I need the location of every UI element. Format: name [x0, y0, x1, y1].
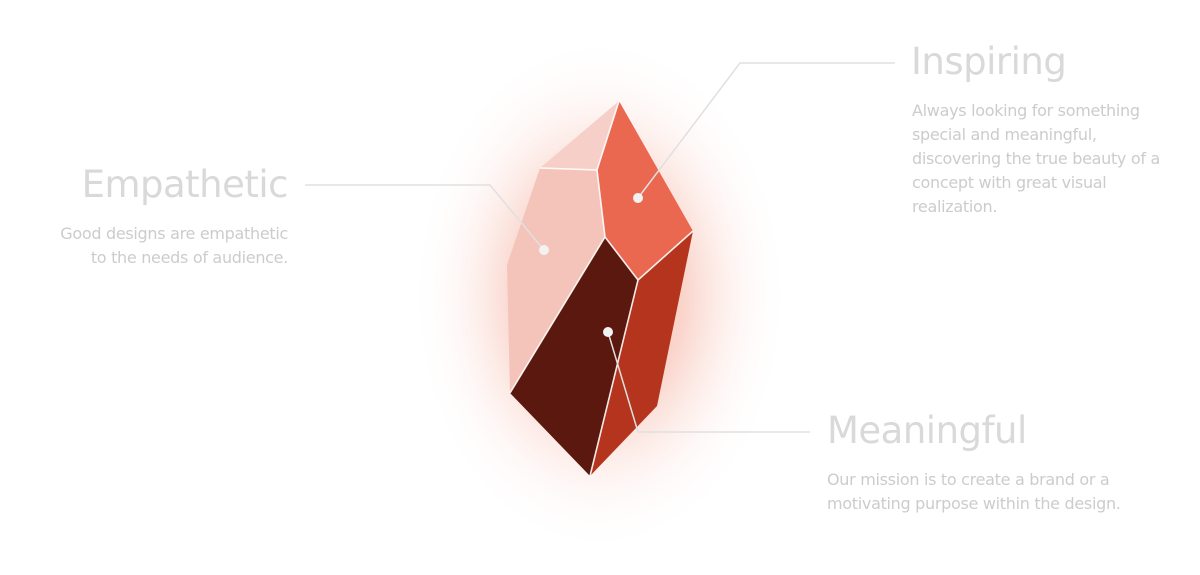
dot-inspiring: [633, 193, 643, 203]
dot-meaningful: [603, 327, 613, 337]
connector-lines: [305, 62, 895, 433]
meaningful-description-line: motivating purpose within the design.: [827, 494, 1121, 513]
empathetic-description-line: Good designs are empathetic: [60, 224, 288, 243]
crystal-facet-top-orange: [597, 101, 693, 280]
inspiring-description-line: discovering the true beauty of a: [912, 149, 1160, 168]
inspiring-description-line: Always looking for something: [912, 101, 1140, 120]
connector-dots: [539, 193, 643, 337]
crystal-facet-right-red: [590, 231, 693, 476]
meaningful-description: Our mission is to create a brand or a mo…: [827, 468, 1177, 516]
crystal-edges: [509, 100, 694, 477]
connector-empathetic: [305, 184, 545, 251]
connector-inspiring: [637, 62, 895, 199]
crystal-facet-front-dark: [510, 237, 638, 476]
inspiring-description: Always looking for something special and…: [912, 99, 1197, 219]
meaningful-heading: Meaningful: [827, 409, 1027, 452]
connector-meaningful: [607, 331, 810, 433]
inspiring-description-line: concept with great visual: [912, 173, 1107, 192]
empathetic-description: Good designs are empathetic to the needs…: [0, 222, 288, 270]
inspiring-description-line: special and meaningful,: [912, 125, 1097, 144]
crystal-facet-top-light: [540, 101, 619, 170]
empathetic-heading: Empathetic: [81, 163, 289, 206]
dot-empathetic: [539, 245, 549, 255]
inspiring-heading: Inspiring: [911, 40, 1067, 83]
empathetic-description-line: to the needs of audience.: [90, 248, 288, 267]
inspiring-description-line: realization.: [912, 197, 998, 216]
meaningful-description-line: Our mission is to create a brand or a: [827, 470, 1110, 489]
crystal-facet-left-light: [507, 168, 605, 393]
